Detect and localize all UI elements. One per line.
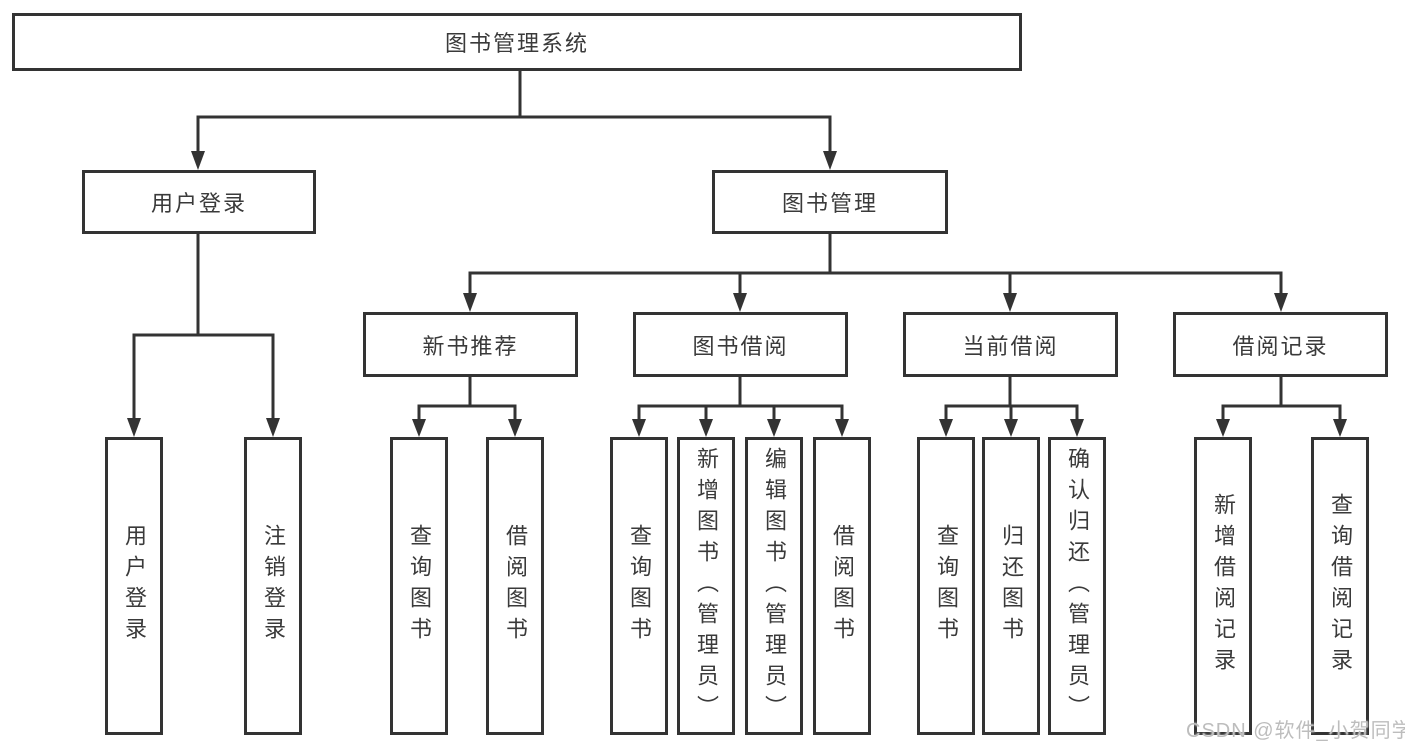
node-new-book-recommend: 新书推荐 (363, 312, 578, 377)
leaf-confirm-return-admin: 确认归还（管理员） (1048, 437, 1106, 735)
connector-book-borrow-children (637, 377, 844, 420)
connector-root-to-level2 (196, 70, 832, 152)
leaf-borrow-books: 借阅图书 (813, 437, 871, 735)
node-book-management: 图书管理 (712, 170, 948, 234)
connector-book-management-children (468, 233, 1283, 294)
arrowheads-new-book-children (412, 419, 522, 437)
connector-borrow-records-children (1221, 377, 1342, 420)
leaf-add-books-admin: 新增图书（管理员） (677, 437, 735, 735)
arrowheads-borrow-records-children (1216, 419, 1347, 437)
leaf-query-books-current: 查询图书 (917, 437, 975, 735)
leaf-query-books-borrow: 查询图书 (610, 437, 668, 735)
leaf-add-borrow-record: 新增借阅记录 (1194, 437, 1252, 735)
arrowheads-level3 (463, 293, 1288, 312)
connector-user-login-children (132, 233, 275, 419)
arrowheads-book-borrow-children (632, 419, 849, 437)
leaf-user-login: 用户登录 (105, 437, 163, 735)
leaf-borrow-books-recommend: 借阅图书 (486, 437, 544, 735)
csdn-watermark: CSDN @软件_小贺同学 (1186, 720, 1405, 742)
node-borrow-records: 借阅记录 (1173, 312, 1388, 377)
leaf-query-books-recommend: 查询图书 (390, 437, 448, 735)
leaf-edit-books-admin: 编辑图书（管理员） (745, 437, 803, 735)
node-user-login: 用户登录 (82, 170, 316, 234)
arrowheads-user-login-children (127, 418, 280, 437)
node-root-system: 图书管理系统 (12, 13, 1022, 71)
node-current-borrow: 当前借阅 (903, 312, 1118, 377)
node-book-borrow: 图书借阅 (633, 312, 848, 377)
arrowheads-current-borrow-children (939, 419, 1084, 437)
leaf-query-borrow-record: 查询借阅记录 (1311, 437, 1369, 735)
connector-current-borrow-children (944, 377, 1079, 420)
leaf-return-books: 归还图书 (982, 437, 1040, 735)
arrowheads-level2 (191, 151, 837, 170)
connector-new-book-children (417, 377, 517, 420)
leaf-logout: 注销登录 (244, 437, 302, 735)
